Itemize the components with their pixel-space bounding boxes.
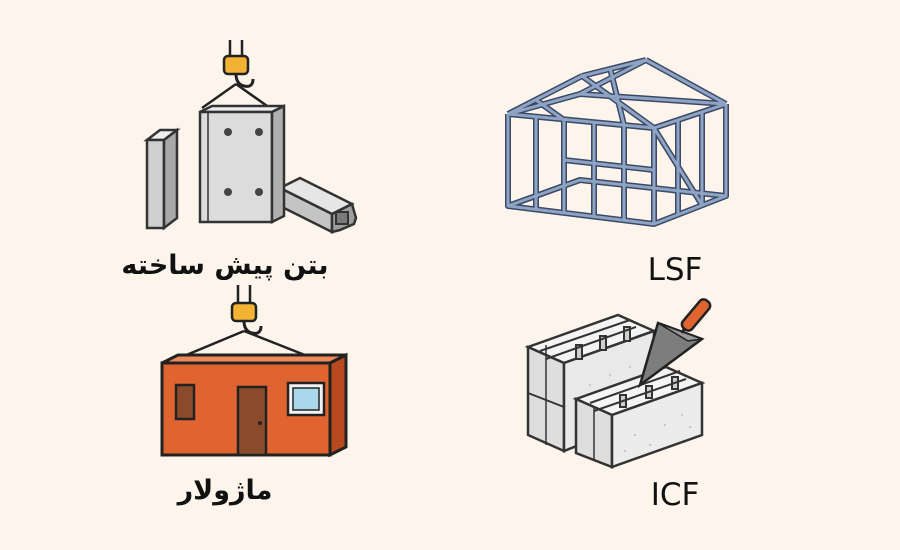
label-precast-concrete: بتن پیش ساخته [121, 250, 329, 281]
precast-concrete-icon [143, 40, 358, 235]
label-modular: ماژولار [177, 475, 273, 506]
precast-concrete-panel: بتن پیش ساخته [0, 0, 450, 281]
label-icf: ICF [650, 477, 700, 513]
modular-container-icon [160, 285, 348, 458]
icf-blocks-icon [524, 298, 712, 469]
steel-frame-house-icon [505, 57, 729, 227]
lsf-panel: LSF [450, 0, 900, 288]
modular-panel: ماژولار [0, 275, 450, 550]
icf-panel: ICF [450, 275, 900, 550]
label-lsf: LSF [647, 252, 703, 288]
